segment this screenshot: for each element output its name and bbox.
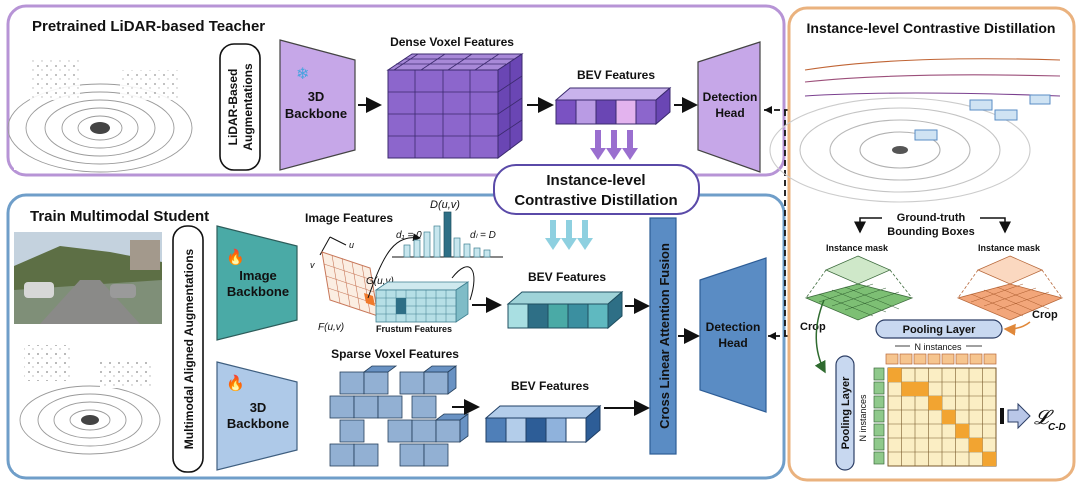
student-3d-backbone (216, 361, 298, 471)
image-backbone-line2: Backbone (227, 284, 289, 299)
d1-label: d₁ = 0 (396, 230, 422, 241)
g-uv-label: G(u,v) (366, 276, 394, 287)
teacher-bev-label: BEV Features (577, 68, 655, 82)
banner-line1: Instance-level (546, 172, 645, 189)
mask-right-label: Instance mask (978, 243, 1041, 253)
gt-point-cloud (769, 42, 1068, 204)
green-vector-column (873, 367, 885, 465)
dl-label: dₗ = D (470, 230, 496, 241)
frustum-features: G(u,v) Frustum Features (366, 266, 475, 334)
student-bev-features-lidar (484, 404, 602, 444)
cross-attention-fusion (649, 217, 677, 455)
image-backbone-line1: Image (239, 268, 277, 283)
crop-left-label: Crop (800, 321, 826, 333)
orange-vector-row (885, 353, 997, 365)
teacher-aug-line1: LiDAR-Based (226, 69, 240, 146)
teacher-lidar-image (7, 40, 200, 173)
teacher-panel: Pretrained LiDAR-based Teacher LiDAR-Bas… (6, 4, 786, 177)
frustum-label: Frustum Features (376, 324, 452, 334)
dense-voxel-cube (386, 53, 524, 159)
pooling-v-label: Pooling Layer (840, 376, 852, 449)
n-instances-h-label: N instances (914, 342, 962, 352)
mask-left (804, 255, 914, 321)
image-backbone (216, 225, 298, 341)
sparse-voxel-label: Sparse Voxel Features (331, 347, 459, 361)
student-bev-features-image (506, 290, 624, 330)
loss-subscript: C-D (1048, 422, 1066, 433)
depth-distribution: D(u,v) d₁ = 0 dₗ = D (392, 199, 503, 258)
dense-voxel-label: Dense Voxel Features (390, 35, 514, 49)
teacher-backbone-line1: 3D (308, 89, 325, 104)
student-detection-head (699, 257, 767, 413)
center-banner: Instance-level Contrastive Distillation (493, 164, 700, 215)
v-axis-label: v (310, 260, 315, 270)
loss-arrow (1000, 402, 1031, 430)
f-uv-label: F(u,v) (318, 322, 344, 333)
flame-icon: 🔥 (226, 248, 245, 266)
n-instances-v-label: N instances (858, 394, 868, 442)
distill-up-arrows (545, 220, 593, 250)
snowflake-icon: ❄ (296, 66, 309, 83)
student-aug-label: Multimodal Aligned Augmentations (182, 248, 196, 449)
student-backbone-line2: Backbone (227, 416, 289, 431)
gt-line1: Ground-truth (897, 212, 966, 224)
teacher-head-line2: Head (715, 106, 744, 120)
teacher-backbone-line2: Backbone (285, 106, 347, 121)
pooling-layer-horizontal (875, 319, 1003, 339)
distill-down-arrows (590, 130, 638, 160)
right-title: Instance-level Contrastive Distillation (807, 20, 1056, 36)
d-uv-label: D(u,v) (430, 199, 460, 211)
teacher-title: Pretrained LiDAR-based Teacher (32, 18, 265, 35)
banner-line2: Contrastive Distillation (514, 192, 677, 209)
right-panel: Instance-level Contrastive Distillation (769, 6, 1076, 482)
teacher-bev-features (554, 86, 672, 126)
teacher-head-line1: Detection (703, 90, 758, 104)
u-axis-label: u (349, 240, 354, 250)
student-camera-image (14, 232, 162, 324)
student-bev-label-top: BEV Features (528, 270, 606, 284)
gt-line2: Bounding Boxes (887, 226, 974, 238)
student-bev-label-bottom: BEV Features (511, 379, 589, 393)
sparse-voxel-cube (329, 365, 470, 467)
similarity-matrix (887, 367, 997, 467)
mask-right (956, 255, 1064, 321)
flame-icon-lidar: 🔥 (226, 374, 245, 392)
student-title: Train Multimodal Student (30, 208, 209, 225)
pooling-layer-vertical (835, 355, 855, 471)
teacher-detection-head (697, 41, 761, 173)
student-augmentations-box (172, 225, 204, 473)
teacher-augmentations-box (219, 43, 261, 171)
student-backbone-line1: 3D (250, 400, 267, 415)
student-panel: Train Multimodal Student M (6, 193, 786, 480)
teacher-aug-line2: Augmentations (241, 63, 255, 151)
fusion-label: Cross Linear Attention Fusion (657, 243, 672, 429)
teacher-3d-backbone (279, 39, 356, 171)
image-features-label: Image Features (305, 211, 393, 225)
image-feature-grid: u v F(u,v) (310, 236, 379, 333)
student-head-line2: Head (718, 336, 747, 350)
crop-right-label: Crop (1032, 309, 1058, 321)
student-lidar-image (14, 336, 164, 472)
mask-left-label: Instance mask (826, 243, 889, 253)
pooling-h-label: Pooling Layer (903, 324, 976, 336)
student-head-line1: Detection (706, 320, 761, 334)
